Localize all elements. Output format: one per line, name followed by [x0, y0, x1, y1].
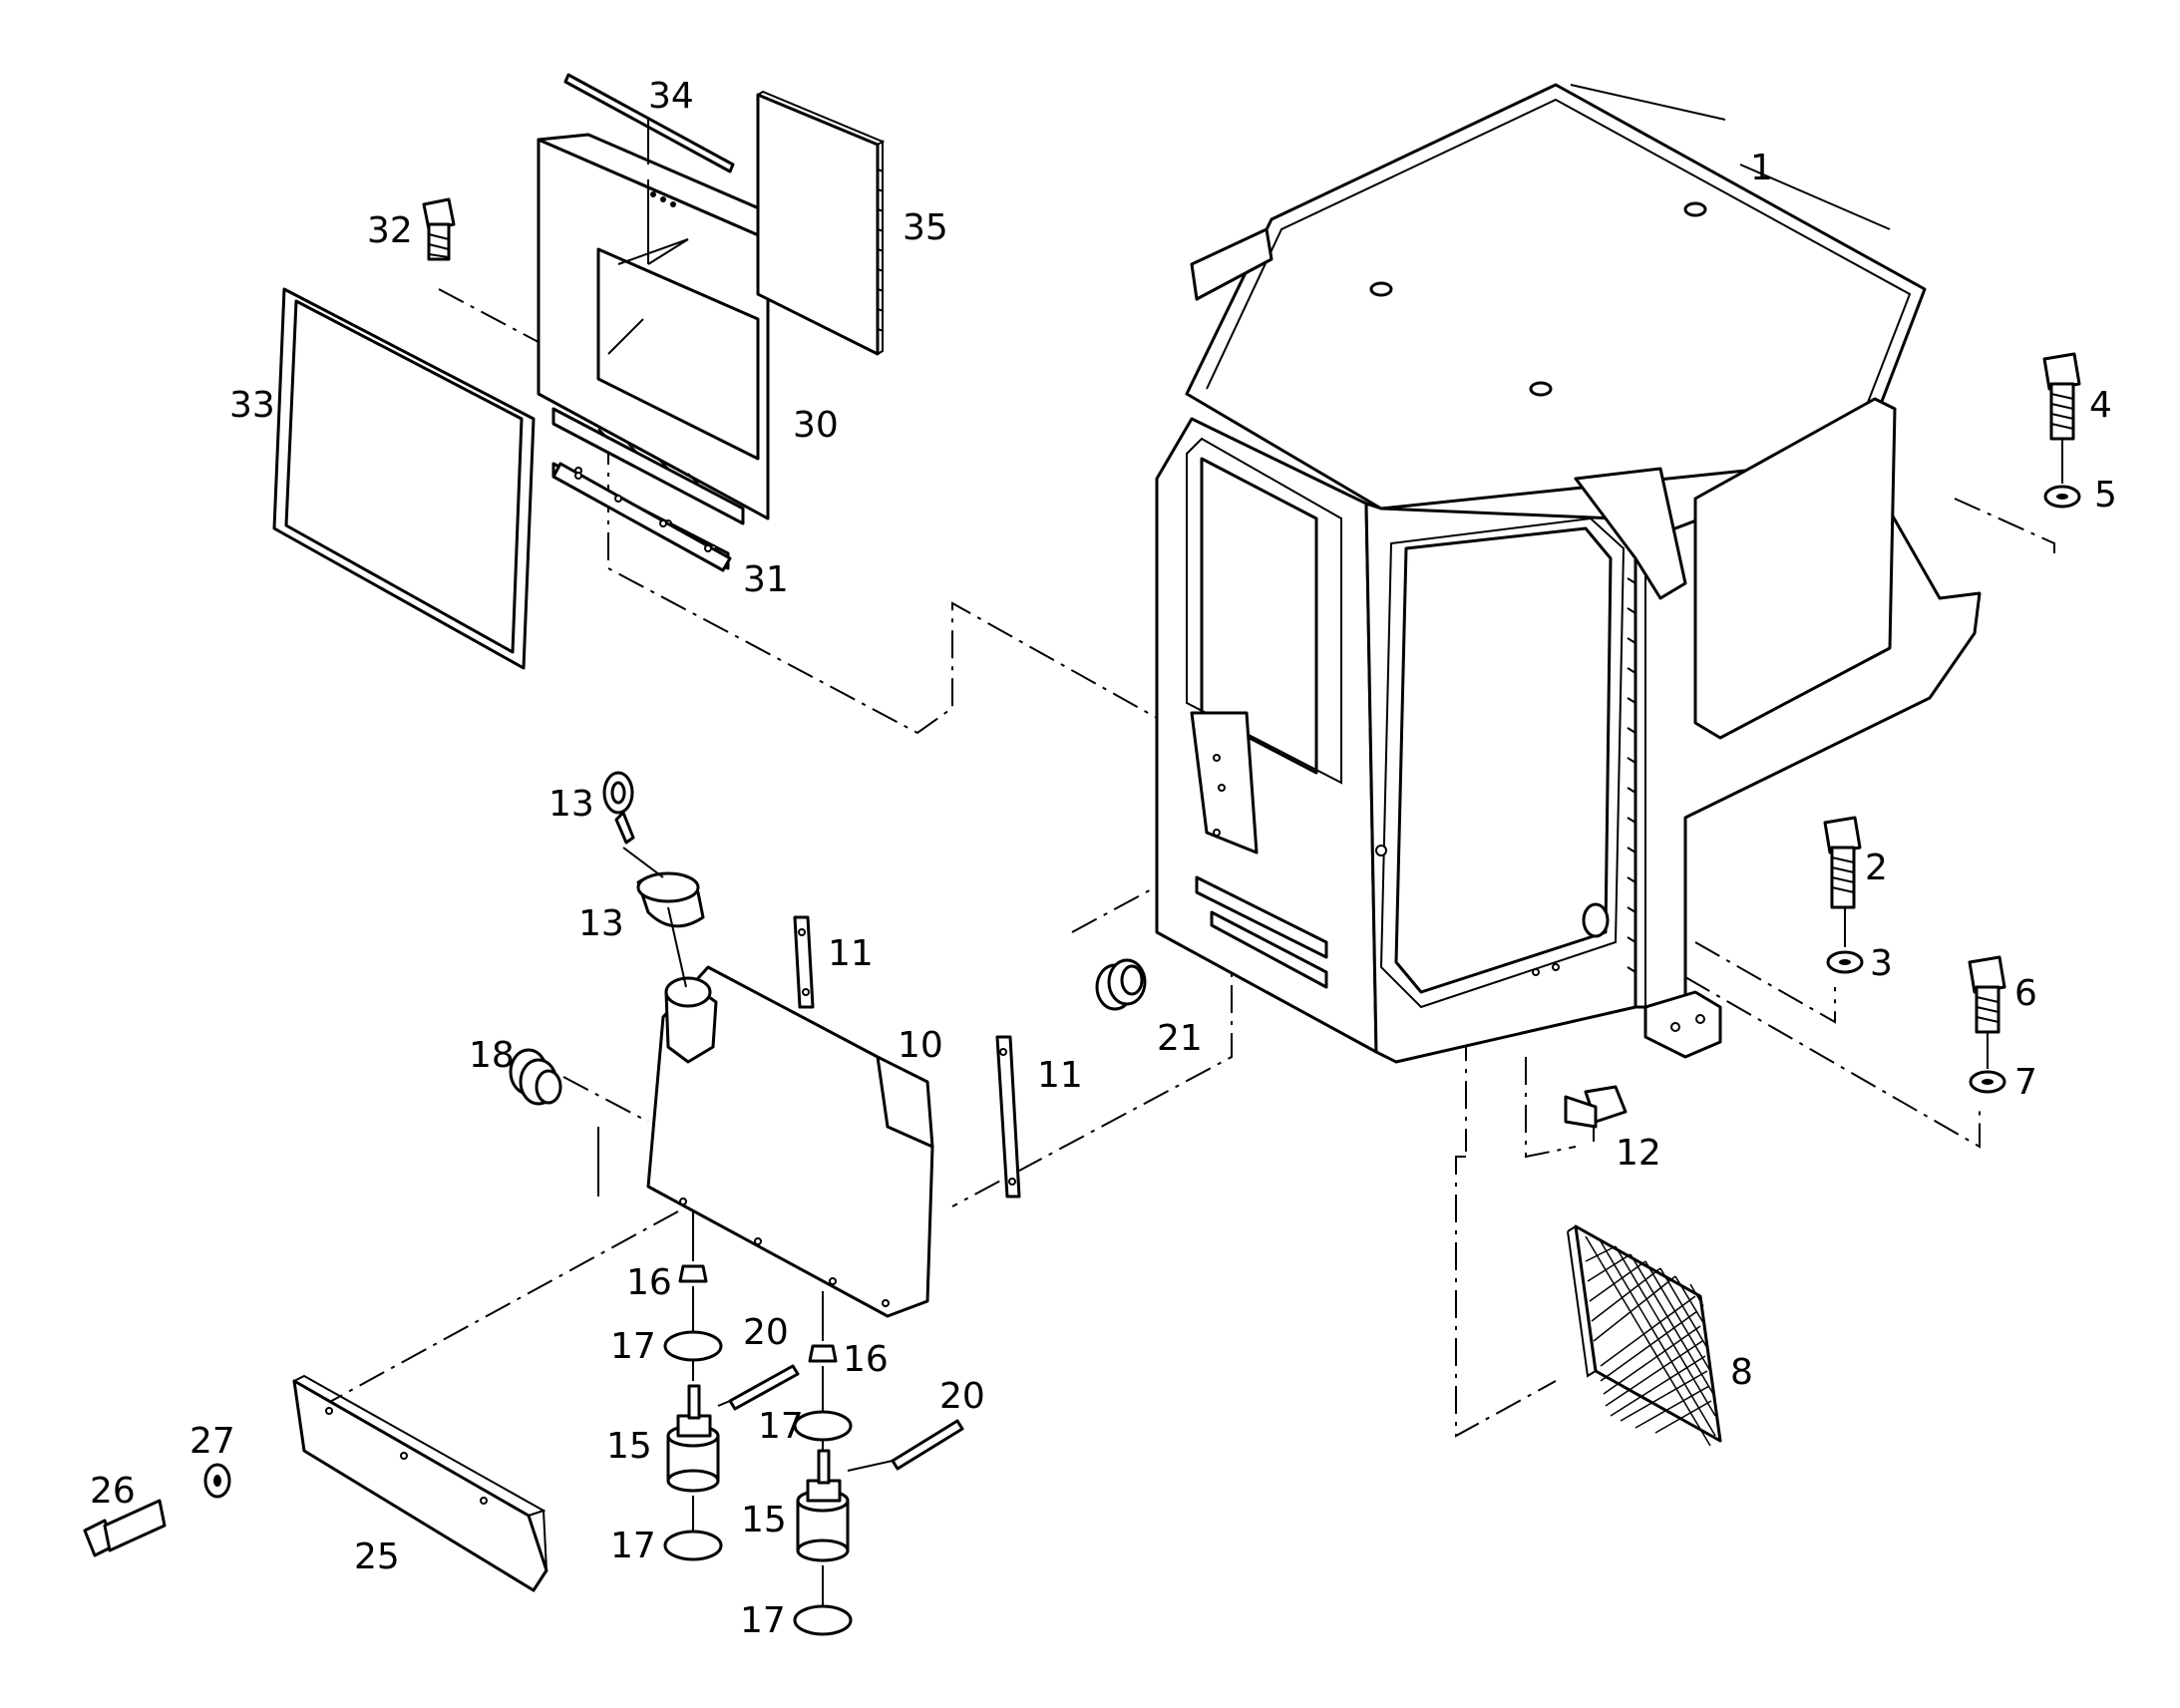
- label-25: 25: [354, 1537, 400, 1577]
- label-7: 7: [2014, 1062, 2037, 1103]
- bolt-4: [2042, 352, 2081, 441]
- washer-5: [2043, 485, 2081, 509]
- clamp-17b: [793, 1410, 853, 1442]
- tank-10: [646, 965, 934, 1318]
- cover-plate-25: [292, 1374, 548, 1592]
- valve-leader-lines: [692, 1211, 894, 1605]
- gasket-frame-33: [272, 287, 536, 670]
- pin-20b: [891, 1419, 964, 1471]
- label-21: 21: [1157, 1018, 1203, 1059]
- label-32: 32: [367, 210, 413, 251]
- bracket-11b: [995, 1035, 1021, 1198]
- label-18: 18: [469, 1035, 515, 1076]
- clamp-17d: [793, 1604, 853, 1636]
- grommet-21: [1095, 958, 1147, 1011]
- label-6: 6: [2014, 973, 2037, 1014]
- washer-7: [1969, 1070, 2006, 1094]
- label-31: 31: [743, 559, 789, 600]
- label-10: 10: [898, 1025, 943, 1066]
- bracket-11a: [793, 915, 815, 1009]
- assembly-lines: [303, 288, 2055, 1438]
- clamp-17c: [663, 1530, 723, 1561]
- clamp-17a: [663, 1330, 723, 1362]
- nipple-16b: [808, 1344, 838, 1363]
- label-26: 26: [90, 1471, 136, 1512]
- label-17b: 17: [758, 1406, 804, 1447]
- label-33: 33: [229, 385, 275, 426]
- key-13: [602, 771, 635, 845]
- filter-mesh-8: [1567, 1224, 1722, 1447]
- label-20a: 20: [743, 1312, 789, 1353]
- label-2: 2: [1865, 848, 1888, 888]
- grommet-18: [509, 1048, 562, 1106]
- nipple-16a: [678, 1264, 708, 1283]
- bolt-26: [83, 1499, 167, 1557]
- label-15b: 15: [741, 1500, 787, 1540]
- label-13a: 13: [548, 784, 594, 825]
- bolt-6: [1968, 955, 2006, 1034]
- label-13b: 13: [578, 903, 624, 944]
- clamp-bar-31: [551, 462, 732, 572]
- label-11b: 11: [1037, 1055, 1083, 1096]
- label-20b: 20: [939, 1376, 985, 1417]
- label-8: 8: [1730, 1352, 1753, 1393]
- label-3: 3: [1870, 943, 1893, 984]
- label-34: 34: [648, 76, 694, 117]
- bolt-32: [422, 197, 456, 261]
- label-16b: 16: [843, 1339, 889, 1380]
- label-35: 35: [903, 207, 948, 248]
- filter-housing-30: [537, 133, 775, 570]
- label-17d: 17: [740, 1600, 786, 1641]
- filter-pad-35: [756, 90, 886, 356]
- filler-cap-13: [636, 871, 705, 928]
- valve-15b: [796, 1449, 850, 1562]
- label-11a: 11: [828, 933, 874, 974]
- label-27: 27: [189, 1421, 235, 1462]
- label-15a: 15: [606, 1426, 652, 1467]
- label-5: 5: [2094, 475, 2117, 515]
- washer-3: [1826, 950, 1864, 974]
- pin-20a: [728, 1364, 800, 1411]
- label-17c: 17: [610, 1526, 656, 1566]
- label-1: 1: [1750, 148, 1773, 188]
- part-labels: 1 2 3 4 5 6 7 8 10 11 11 12 13 13 15 15 …: [90, 76, 2117, 1641]
- bolt-2: [1823, 816, 1862, 909]
- label-12: 12: [1616, 1133, 1661, 1174]
- label-4: 4: [2089, 385, 2112, 426]
- valve-15a: [666, 1384, 720, 1493]
- label-16a: 16: [626, 1262, 672, 1303]
- bolt-12: [1564, 1085, 1628, 1129]
- label-30: 30: [793, 405, 839, 446]
- leader-lines: [597, 84, 2063, 1196]
- washer-27: [203, 1463, 231, 1499]
- cab-1: [1155, 83, 1982, 1064]
- label-17a: 17: [610, 1326, 656, 1367]
